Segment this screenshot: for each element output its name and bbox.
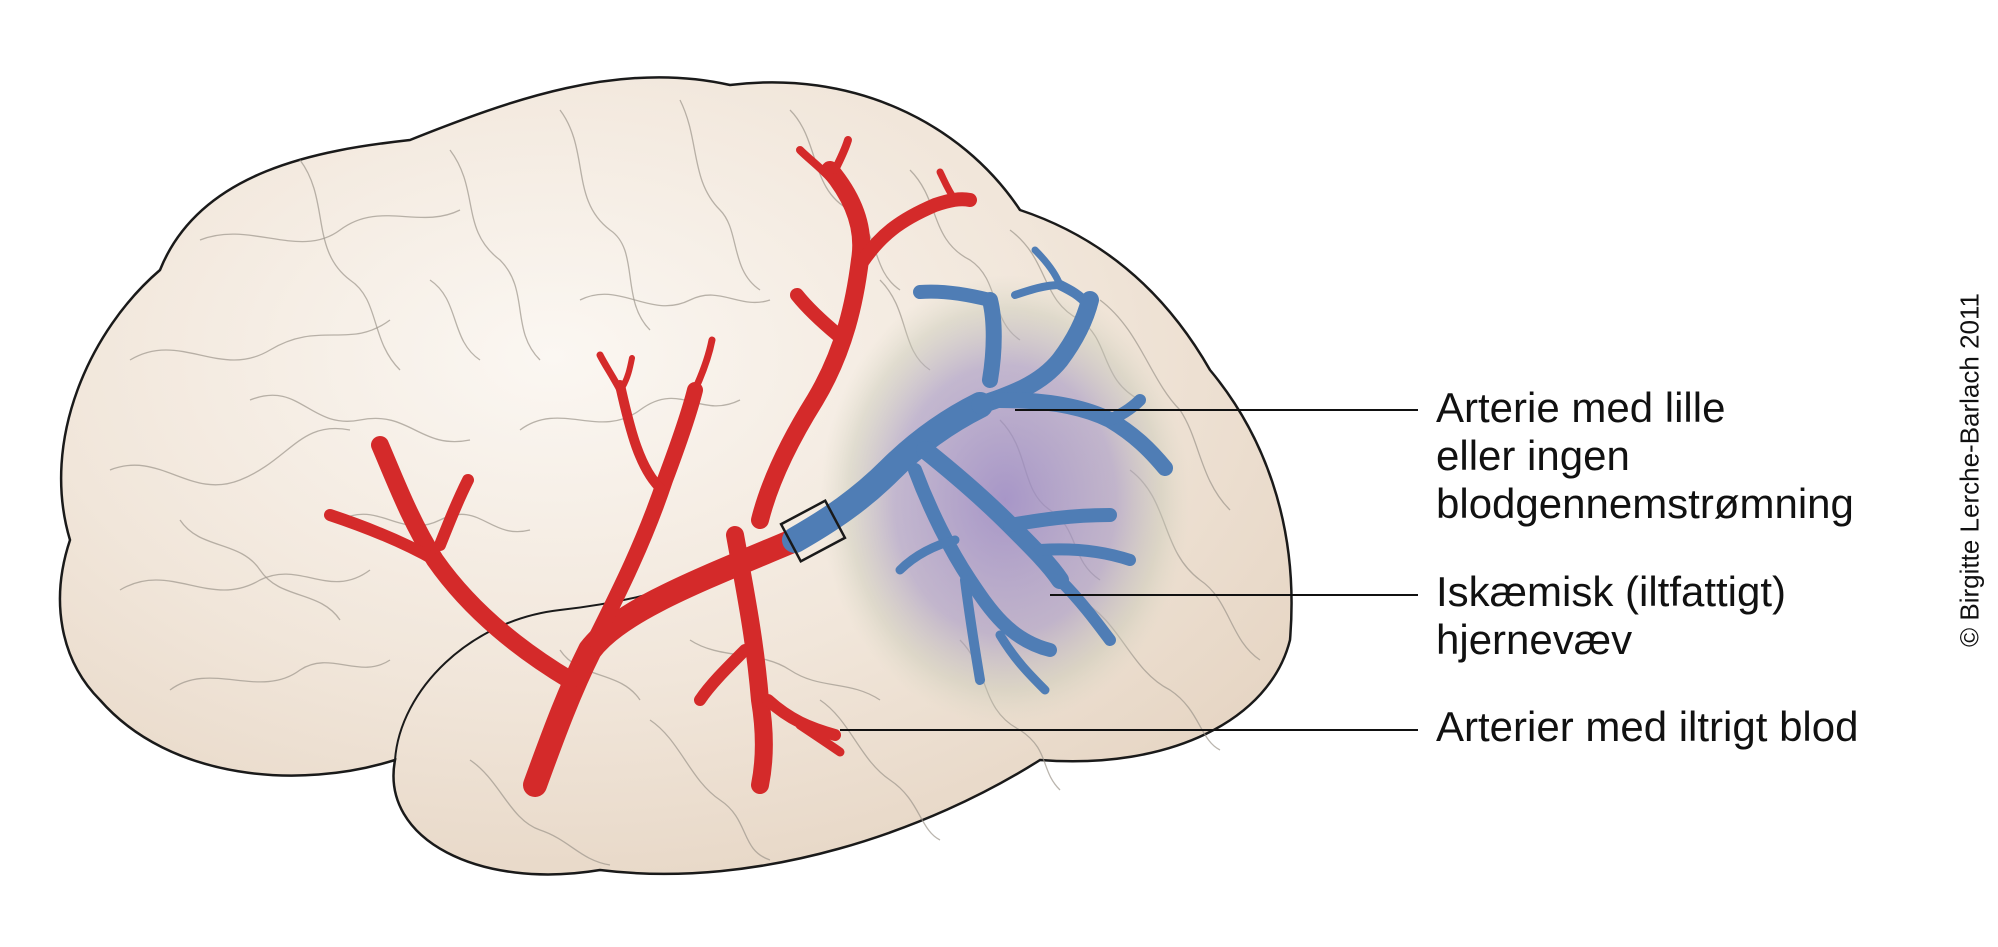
copyright-credit: © Birgitte Lerche-Barlach 2011: [1954, 293, 1985, 647]
label-artery-blocked-line-1: Arterie med lille: [1436, 384, 1726, 431]
oxygen-rich-arteries: [324, 136, 977, 797]
label-oxygen-rich-line-1: Arterier med iltrigt blod: [1436, 703, 1859, 750]
brain-folds: [109, 99, 1261, 866]
label-ischemic-line-2: hjernevæv: [1436, 616, 1633, 663]
label-artery-blocked: Arterie med lille eller ingen blodgennem…: [1436, 384, 1854, 528]
blockage-marker: [779, 499, 847, 563]
blocked-arteries: [782, 246, 1173, 695]
ischemic-zone: [820, 275, 1190, 725]
label-ischemic-line-1: Iskæmisk (iltfattigt): [1436, 568, 1787, 615]
label-ischemic-tissue: Iskæmisk (iltfattigt) hjernevæv: [1436, 568, 1786, 664]
label-artery-blocked-line-3: blodgennemstrømning: [1436, 480, 1854, 527]
label-artery-blocked-line-2: eller ingen: [1436, 432, 1630, 479]
label-oxygen-rich-arteries: Arterier med iltrigt blod: [1436, 703, 1858, 751]
